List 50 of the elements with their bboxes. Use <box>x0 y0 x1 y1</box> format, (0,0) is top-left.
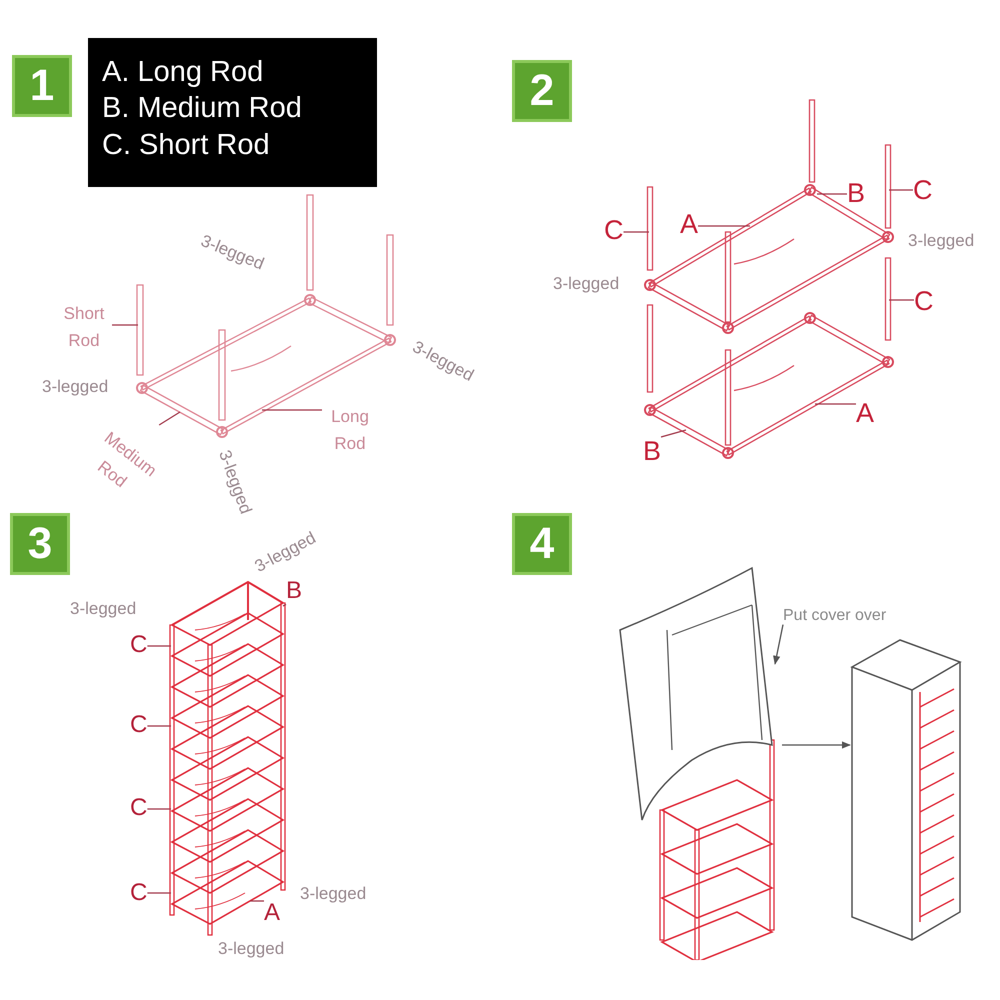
leader-line <box>889 189 913 191</box>
key-entry: C. Short Rod <box>102 128 271 162</box>
instruction-text: Put cover over <box>783 607 886 625</box>
rod-letter: C <box>914 287 934 317</box>
rod-letter: C <box>130 632 148 658</box>
connector-label: 3-legged <box>553 275 620 294</box>
leader-line <box>112 324 138 326</box>
leader-line <box>660 429 686 438</box>
part-label: Long Rod <box>322 403 378 458</box>
rod-letter: C <box>130 880 148 906</box>
leader-line <box>147 725 171 727</box>
rod-letter: A <box>264 900 280 926</box>
leader-line <box>889 299 914 301</box>
leader-line <box>147 808 171 810</box>
rod-letter: A <box>680 210 698 240</box>
leader-line <box>624 231 649 233</box>
key-entry: B. Medium Rod <box>102 91 303 126</box>
part-label: Short Rod <box>56 300 112 354</box>
step-number: 1 <box>12 55 72 117</box>
rod-letter: B <box>847 179 866 209</box>
step-number: 4 <box>512 513 572 575</box>
connector-label: 3-legged <box>70 600 136 619</box>
rod-key-panel <box>88 38 377 187</box>
rod-letter: C <box>130 795 148 822</box>
rod-letter: C <box>604 216 624 246</box>
rod-letter: C <box>130 712 148 738</box>
leader-line <box>158 411 180 426</box>
connector-label: 3-legged <box>908 232 974 251</box>
leader-line <box>282 604 286 607</box>
leader-line <box>147 645 171 647</box>
leader-line <box>147 892 171 894</box>
leader-line <box>817 193 847 195</box>
arrow <box>773 624 784 665</box>
step-number: 3 <box>10 513 70 575</box>
rod-letter: B <box>643 437 662 467</box>
leader-line <box>815 403 856 405</box>
connector-label: 3-legged <box>218 940 284 959</box>
arrow <box>782 741 851 749</box>
leader-line <box>250 900 264 902</box>
rod-letter: A <box>856 399 874 429</box>
leader-line <box>262 409 322 411</box>
shelf-tower-drawing <box>169 580 286 936</box>
step-number: 2 <box>512 60 572 122</box>
connector-label: 3-legged <box>300 885 366 904</box>
key-entry: A. Long Rod <box>102 55 264 90</box>
leader-line <box>698 225 750 227</box>
connector-label: 3-legged <box>42 378 108 397</box>
rod-letter: C <box>913 176 932 206</box>
shelf-frame-drawing <box>644 99 894 459</box>
rod-letter: B <box>286 578 302 604</box>
